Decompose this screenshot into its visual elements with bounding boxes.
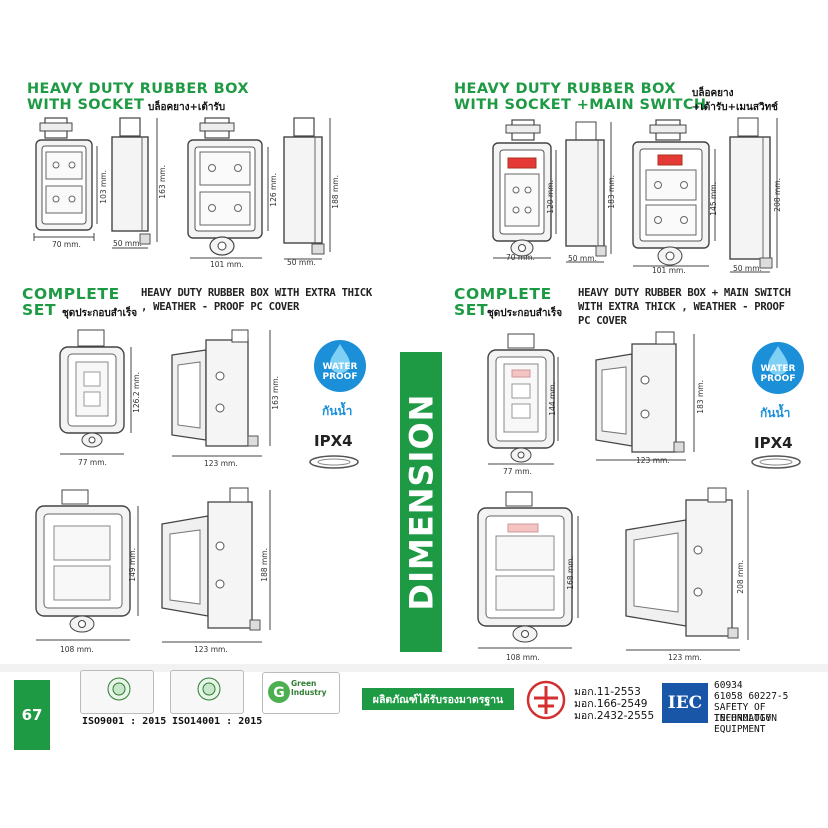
right-complete-line2: SET [454,301,489,319]
footer-band [0,664,828,672]
iso-seal-icon [107,677,131,701]
waterproof-thai-right: กันน้ำ [760,406,791,420]
right-set-dim-h1: 144 mm. [548,382,557,416]
water-drop-icon-right [752,342,804,394]
left-set-dim-w1: 77 mm. [78,458,107,467]
left-small-set-front [59,329,132,455]
right-set-dim-d1: 123 mm. [636,456,670,465]
left-title-thai: บล็อคยาง+เต้ารับ [148,102,226,113]
iec-line1: 60934 [714,680,743,691]
right-box-dim-d2: 50 mm. [733,264,762,273]
right-desc-line2: WITH EXTRA THICK , WEATHER - PROOF [578,301,785,313]
iec-logo: IEC [662,683,708,723]
iec-line3: SAFETY OF INFORMATION [714,702,777,724]
standard-2: มอก.166-2549 [574,698,648,710]
green-industry-label: Green Industry [291,679,327,697]
ipx-rating: IPX4 [314,432,353,450]
right-desc-line1: HEAVY DUTY RUBBER BOX + MAIN SWITCH [578,287,791,299]
left-set-dim-d1: 123 mm. [204,459,238,468]
left-box-dim-d2: 50 mm. [287,258,316,267]
right-box-dim-w1: 70 mm. [506,253,535,262]
right-big-set-front [477,491,579,649]
right-complete-line1: COMPLETE [454,285,552,303]
standard-3: มอก.2432-2555 [574,710,655,722]
right-big-set-side [625,487,749,651]
right-set-dim-h4: 208 mm. [736,560,745,594]
iso9001-badge [80,670,154,714]
iec-line2: 61058 60227-5 [714,691,789,702]
green-industry-badge: G Green Industry [262,672,340,714]
right-title-line1: HEAVY DUTY RUBBER BOX [454,81,676,97]
iec-line4: TECHNOLOGY EQUIPMENT [714,713,772,735]
iso14001-label: ISO14001 : 2015 [172,716,263,727]
left-box-dim-d1: 50 mm. [113,239,142,248]
ipx-rating-right: IPX4 [754,434,793,452]
left-desc-line2: , WEATHER - PROOF PC COVER [141,301,300,313]
left-box-dim-w1: 70 mm. [52,240,81,249]
left-small-set-side [171,329,271,457]
left-small-box-front [33,117,98,241]
waterproof-label-2: PROOF [322,372,358,382]
ipx-splash-icon [309,455,359,469]
left-big-set-side [161,487,271,643]
left-complete-line2: SET [22,301,57,319]
right-small-set-side [595,331,695,461]
right-big-box-side [729,117,778,273]
right-small-set-front [487,333,559,465]
left-small-box-side [111,117,158,249]
left-big-box-side [283,117,331,260]
left-desc-line1: HEAVY DUTY RUBBER BOX WITH EXTRA THICK [141,287,372,299]
left-complete-line1: COMPLETE [22,285,120,303]
left-box-dim-w2: 101 mm. [210,260,244,269]
tis-certified-label: ผลิตภัณฑ์ได้รับรองมาตรฐาน [362,688,514,710]
left-big-box-front [187,117,269,259]
waterproof-label-right-2: PROOF [760,374,796,384]
right-box-dim-d1: 50 mm. [568,254,597,263]
ipx-splash-icon-right [751,455,801,469]
right-desc-line3: PC COVER [578,315,627,327]
right-title-thai2: +เต้ารับ+เมนสวิทช์ [692,102,778,113]
right-set-dim-w1: 77 mm. [503,467,532,476]
iso-seal-icon [197,677,221,701]
right-big-box-front [632,119,716,267]
left-title-line2: WITH SOCKET [27,97,145,113]
waterproof-label-1: WATER [322,362,358,372]
right-box-dim-w2: 101 mm. [652,266,686,275]
iso9001-label: ISO9001 : 2015 [82,716,167,727]
left-set-dim-d2: 123 mm. [194,645,228,654]
right-set-dim-h3: 168 mm. [566,556,575,590]
right-small-box-front [492,119,557,259]
right-title-thai1: บล็อคยาง [692,88,734,99]
right-small-box-side [565,121,612,263]
right-title-line2: WITH SOCKET +MAIN SWITCH [454,97,707,113]
page-number: 67 [14,680,50,750]
standard-1: มอก.11-2553 [574,686,641,698]
right-set-dim-w2: 108 mm. [506,653,540,662]
waterproof-label-right-1: WATER [760,364,796,374]
left-complete-thai: ชุดประกอบสำเร็จ [62,308,138,319]
left-big-set-front [35,489,139,641]
right-set-dim-h2: 183 mm. [696,380,705,414]
svg-text:G: G [273,685,285,701]
dimension-band [400,352,442,652]
water-drop-icon [314,340,366,392]
waterproof-thai: กันน้ำ [322,404,353,418]
left-title-line1: HEAVY DUTY RUBBER BOX [27,81,249,97]
iso14001-badge [170,670,244,714]
right-set-dim-d2: 123 mm. [668,653,702,662]
left-set-dim-w2: 108 mm. [60,645,94,654]
right-complete-thai: ชุดประกอบสำเร็จ [487,308,563,319]
tis-mark-icon [526,680,566,720]
green-industry-leaf-icon: G [268,681,290,703]
